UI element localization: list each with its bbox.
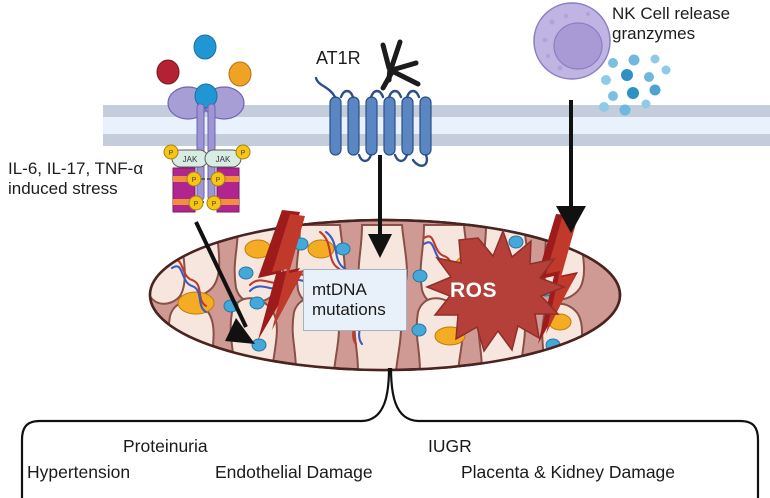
svg-text:JAK: JAK	[183, 155, 198, 164]
ros-label: ROS	[450, 279, 498, 302]
nk-cell-label: NK Cell release granzymes	[612, 4, 731, 44]
svg-text:P: P	[241, 150, 246, 157]
arrow-nk-to-mito	[556, 100, 586, 233]
lightning-bolt-left	[258, 210, 305, 340]
svg-text:JAK: JAK	[216, 155, 231, 164]
svg-text:P: P	[216, 177, 221, 184]
arrow-cytokine-to-mito	[194, 221, 255, 344]
svg-text:P: P	[212, 201, 217, 208]
outcomes-box	[20, 419, 760, 498]
svg-text:P: P	[194, 201, 199, 208]
outcome-endothelial-damage: Endothelial Damage	[215, 462, 373, 482]
arrow-at1r-to-mito	[368, 155, 392, 258]
outcomes-brace	[40, 367, 740, 423]
mtdna-line-2: mutations	[312, 300, 386, 319]
nk-cell	[533, 2, 611, 80]
mtdna-line-1: mtDNA	[312, 280, 367, 300]
outcome-proteinuria: Proteinuria	[123, 436, 208, 456]
cytokine-receptor-complex: JAK JAK P P P P P P	[163, 83, 251, 213]
outcome-placenta-kidney-damage: Placenta & Kidney Damage	[461, 462, 676, 482]
cytokine-ligands	[156, 34, 252, 87]
outcome-hypertension: Hypertension	[27, 462, 131, 482]
at1r-label: AT1R	[316, 48, 361, 68]
autoantibody-icons	[380, 39, 421, 91]
mtdna-mutations-callout: mtDNA mutations	[303, 269, 407, 331]
cytokine-stress-label: IL-6, IL-17, TNF-α induced stress	[8, 159, 144, 199]
ros-starburst	[424, 228, 567, 353]
outcome-iugr: IUGR	[428, 436, 472, 456]
granzyme-particles	[599, 54, 671, 116]
at1r-receptor	[314, 76, 432, 167]
svg-text:P: P	[192, 177, 197, 184]
svg-text:P: P	[169, 150, 174, 157]
